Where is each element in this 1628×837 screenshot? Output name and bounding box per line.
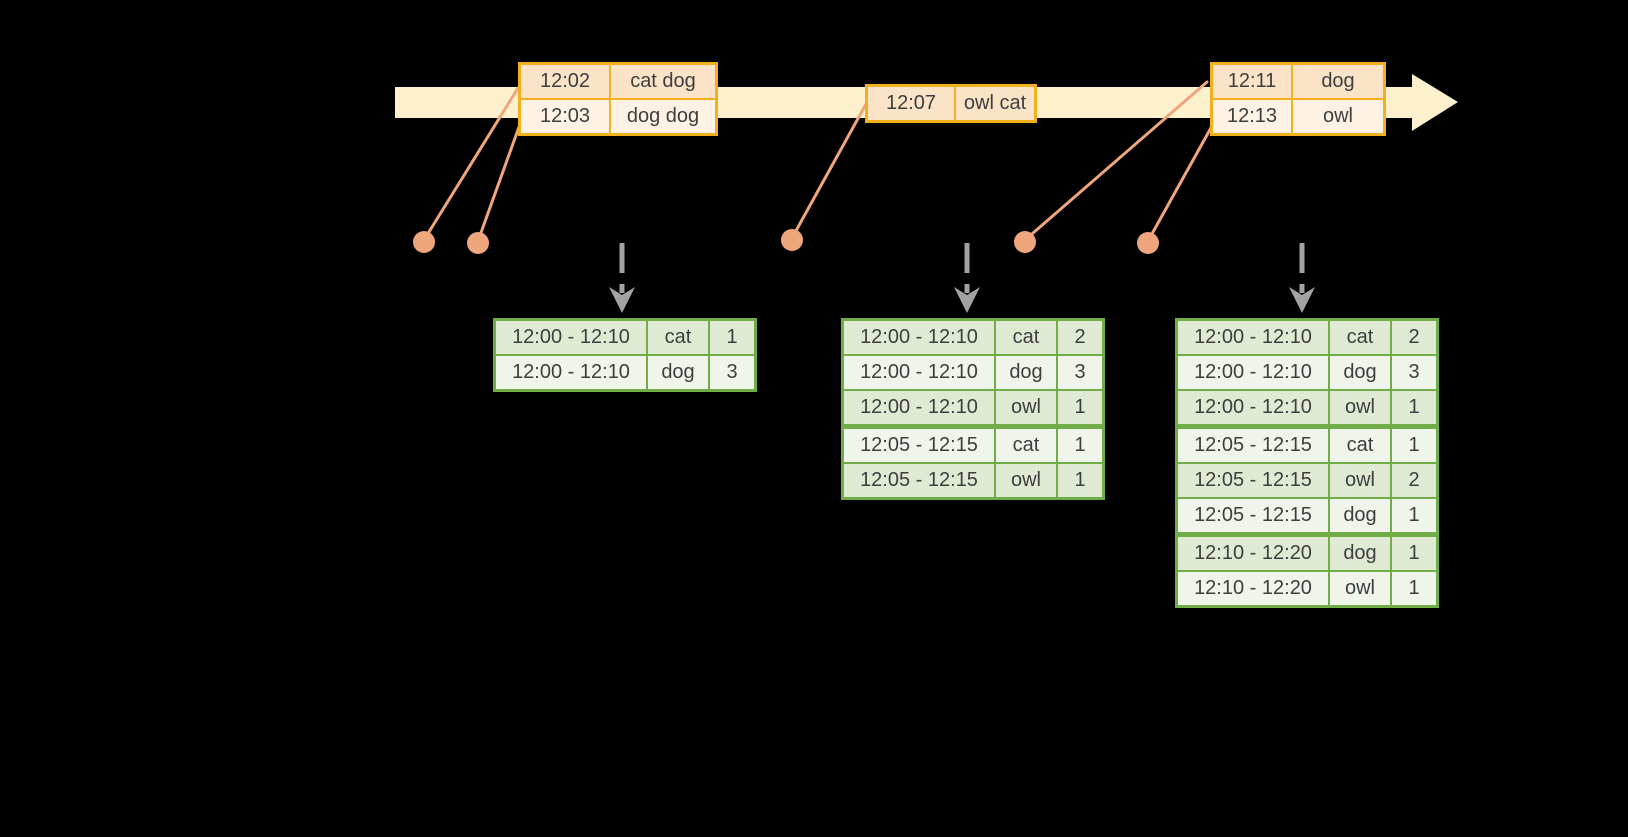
result-row: 12:00 - 12:10 dog 3 xyxy=(1175,354,1439,391)
window-cell: 12:05 - 12:15 xyxy=(1175,462,1330,499)
event-dot xyxy=(1137,232,1159,254)
word-cell: dog xyxy=(1328,532,1392,572)
result-row: 12:10 - 12:20 owl 1 xyxy=(1175,570,1439,608)
event-words-cell: cat dog xyxy=(609,62,718,100)
event-table-1: 12:02 cat dog 12:03 dog dog xyxy=(518,62,718,136)
event-connector-line xyxy=(1146,124,1214,243)
count-cell: 2 xyxy=(1056,318,1105,356)
result-table-2: 12:00 - 12:10 cat 2 12:00 - 12:10 dog 3 … xyxy=(841,318,1105,500)
count-cell: 3 xyxy=(1390,354,1439,391)
result-row: 12:00 - 12:10 owl 1 xyxy=(841,389,1105,428)
result-row: 12:00 - 12:10 owl 1 xyxy=(1175,389,1439,428)
result-table-3: 12:00 - 12:10 cat 2 12:00 - 12:10 dog 3 … xyxy=(1175,318,1439,608)
count-cell: 1 xyxy=(1390,497,1439,536)
event-connector-line xyxy=(790,102,868,240)
count-cell: 1 xyxy=(1390,570,1439,608)
event-dot xyxy=(413,231,435,253)
event-time-cell: 12:03 xyxy=(518,98,611,136)
window-cell: 12:00 - 12:10 xyxy=(1175,318,1330,356)
result-row: 12:05 - 12:15 owl 1 xyxy=(841,462,1105,500)
result-row: 12:00 - 12:10 cat 1 xyxy=(493,318,757,356)
result-row: 12:05 - 12:15 cat 1 xyxy=(841,424,1105,464)
window-cell: 12:05 - 12:15 xyxy=(841,462,996,500)
word-cell: owl xyxy=(1328,389,1392,428)
count-cell: 2 xyxy=(1390,318,1439,356)
window-cell: 12:00 - 12:10 xyxy=(1175,354,1330,391)
count-cell: 1 xyxy=(1390,532,1439,572)
result-row: 12:00 - 12:10 dog 3 xyxy=(493,354,757,392)
word-cell: cat xyxy=(994,318,1058,356)
event-dot xyxy=(467,232,489,254)
count-cell: 2 xyxy=(1390,462,1439,499)
trigger-down-arrow-icon xyxy=(1289,243,1315,313)
window-cell: 12:05 - 12:15 xyxy=(1175,424,1330,464)
count-cell: 1 xyxy=(1056,424,1105,464)
word-cell: cat xyxy=(1328,424,1392,464)
event-words-cell: owl xyxy=(1291,98,1386,136)
event-time-cell: 12:02 xyxy=(518,62,611,100)
count-cell: 3 xyxy=(708,354,757,392)
event-row: 12:11 dog xyxy=(1210,62,1386,100)
trigger-down-arrow-icon xyxy=(954,243,980,313)
result-table-1: 12:00 - 12:10 cat 1 12:00 - 12:10 dog 3 xyxy=(493,318,757,392)
word-cell: cat xyxy=(1328,318,1392,356)
count-cell: 1 xyxy=(1390,424,1439,464)
event-connector-line xyxy=(1023,80,1209,242)
result-row: 12:10 - 12:20 dog 1 xyxy=(1175,532,1439,572)
event-connector-line xyxy=(476,125,521,243)
count-cell: 1 xyxy=(1056,389,1105,428)
window-cell: 12:00 - 12:10 xyxy=(493,354,648,392)
word-cell: dog xyxy=(994,354,1058,391)
count-cell: 1 xyxy=(1056,462,1105,500)
word-cell: dog xyxy=(1328,354,1392,391)
event-words-cell: dog dog xyxy=(609,98,718,136)
window-cell: 12:05 - 12:15 xyxy=(1175,497,1330,536)
trigger-down-arrow-icon xyxy=(609,243,635,313)
event-time-cell: 12:07 xyxy=(865,84,956,123)
word-cell: owl xyxy=(1328,570,1392,608)
word-cell: dog xyxy=(646,354,710,392)
event-dot xyxy=(1014,231,1036,253)
word-cell: owl xyxy=(994,462,1058,500)
event-connector-line xyxy=(422,86,520,242)
event-words-cell: owl cat xyxy=(954,84,1037,123)
word-cell: cat xyxy=(646,318,710,356)
window-cell: 12:00 - 12:10 xyxy=(841,318,996,356)
count-cell: 3 xyxy=(1056,354,1105,391)
window-cell: 12:00 - 12:10 xyxy=(841,389,996,428)
window-cell: 12:10 - 12:20 xyxy=(1175,532,1330,572)
word-cell: owl xyxy=(1328,462,1392,499)
event-time-cell: 12:13 xyxy=(1210,98,1293,136)
result-row: 12:00 - 12:10 dog 3 xyxy=(841,354,1105,391)
word-cell: owl xyxy=(994,389,1058,428)
event-words-cell: dog xyxy=(1291,62,1386,100)
result-row: 12:05 - 12:15 dog 1 xyxy=(1175,497,1439,536)
count-cell: 1 xyxy=(1390,389,1439,428)
window-cell: 12:00 - 12:10 xyxy=(493,318,648,356)
window-cell: 12:05 - 12:15 xyxy=(841,424,996,464)
word-cell: cat xyxy=(994,424,1058,464)
window-cell: 12:00 - 12:10 xyxy=(1175,389,1330,428)
count-cell: 1 xyxy=(708,318,757,356)
window-cell: 12:00 - 12:10 xyxy=(841,354,996,391)
result-row: 12:00 - 12:10 cat 2 xyxy=(841,318,1105,356)
result-row: 12:05 - 12:15 cat 1 xyxy=(1175,424,1439,464)
event-row: 12:02 cat dog xyxy=(518,62,718,100)
event-table-3: 12:11 dog 12:13 owl xyxy=(1210,62,1386,136)
event-time-cell: 12:11 xyxy=(1210,62,1293,100)
result-row: 12:00 - 12:10 cat 2 xyxy=(1175,318,1439,356)
event-row: 12:13 owl xyxy=(1210,98,1386,136)
result-row: 12:05 - 12:15 owl 2 xyxy=(1175,462,1439,499)
event-row: 12:07 owl cat xyxy=(865,84,1037,123)
word-cell: dog xyxy=(1328,497,1392,536)
window-cell: 12:10 - 12:20 xyxy=(1175,570,1330,608)
event-table-2: 12:07 owl cat xyxy=(865,84,1037,123)
event-row: 12:03 dog dog xyxy=(518,98,718,136)
event-dot xyxy=(781,229,803,251)
